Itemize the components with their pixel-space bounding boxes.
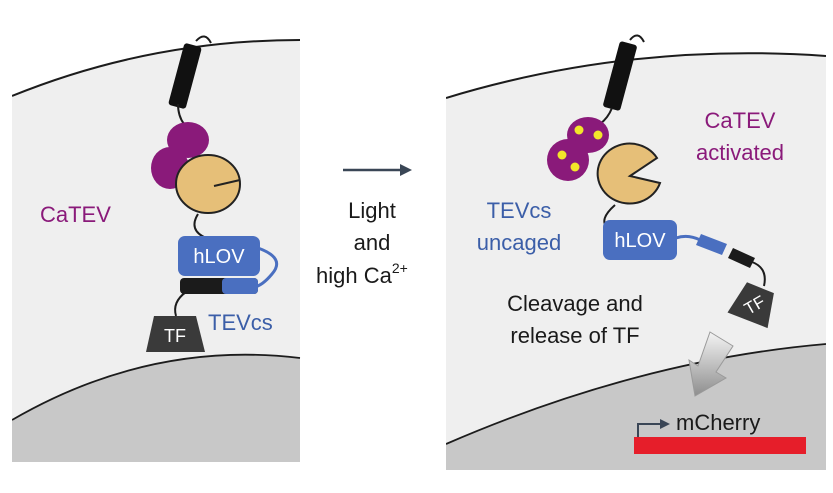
right-linker-to-tf [751,261,766,287]
catev-activated-label-line-1: CaTEV [705,108,776,133]
left-nuclear-envelope [12,353,301,421]
left-catev-label: CaTEV [40,202,111,227]
right-cam-lobe-2 [547,139,589,181]
left-hlov-label: hLOV [193,246,245,268]
right-tev-protease [596,142,662,205]
reporter-gene-label: mCherry [676,410,760,435]
right-tf-box [727,282,774,329]
left-panel: hLOV TF CaTEV TEVcs [12,35,301,462]
right-hlov-label: hLOV [614,230,666,252]
condition-line-1: Light [348,198,396,223]
right-tevcs-c-fragment [728,248,755,268]
condition-line-3: high Ca2+ [316,260,408,288]
promoter-arrow-head [660,419,670,429]
left-tevcs-site [222,278,258,294]
reporter-gene-bar [634,437,806,454]
promoter-arrow [637,423,664,437]
condition-line-2: and [354,230,391,255]
tevcs-uncaged-label-line-1: TEVcs [487,198,552,223]
left-jalpha-loop [253,246,279,289]
calcium-ion-1 [574,125,584,135]
left-nucleus [12,354,300,462]
calcium-ion-4 [570,162,580,172]
right-hlov-box [603,220,677,260]
left-transmembrane-anchor [168,43,202,109]
left-tev-protease [175,154,241,214]
tevcs-uncaged-label-line-2: uncaged [477,230,561,255]
condition-calcium-superscript: 2+ [392,260,408,276]
right-nuclear-envelope [446,343,826,445]
transition: Light and high Ca2+ [316,164,412,288]
left-hlov-box [178,236,260,276]
right-jalpha-extension [675,234,701,242]
left-tf-label: TF [164,326,186,346]
condition-calcium-text: high Ca [316,263,393,288]
transition-arrow-head [400,164,412,176]
right-tether-top [629,34,645,43]
left-tevcs-label: TEVcs [208,310,273,335]
right-tevcs-n-fragment [696,234,727,255]
left-tf-box [146,316,205,352]
catev-activated-label-line-2: activated [696,140,784,165]
left-tether-top [195,35,212,44]
right-transmembrane-anchor [603,41,637,111]
calcium-ion-2 [593,130,603,140]
calcium-ion-3 [557,150,567,160]
cleavage-label-line-2: release of TF [510,323,639,348]
cleavage-label-line-1: Cleavage and [507,291,643,316]
left-plasma-membrane [12,39,301,97]
nuclear-entry-arrow [688,331,734,397]
left-tev-cleft [213,179,241,187]
left-linker-to-tf [174,291,187,317]
right-panel: hLOV TF CaTEV activated TEVcs uncaged Cl… [446,34,826,470]
